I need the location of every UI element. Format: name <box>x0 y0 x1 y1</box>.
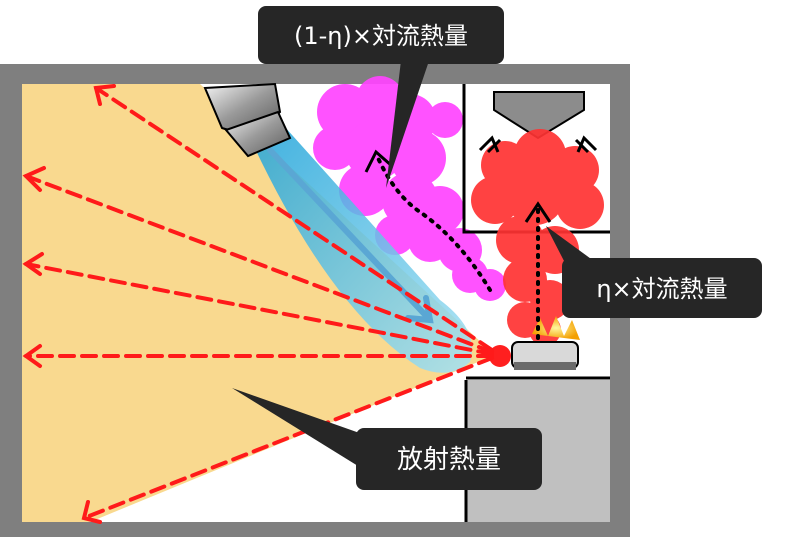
callout-eta-convection: η×対流熱量 <box>546 226 762 318</box>
radiation-zone <box>22 84 495 522</box>
heat-source-dot <box>489 345 511 367</box>
radiation-arrows <box>24 86 494 520</box>
callout-radiation: 放射熱量 <box>232 388 542 490</box>
air-nozzle <box>203 82 292 158</box>
radiation-arrowheads <box>22 84 116 524</box>
convection-flow-paths <box>376 156 540 340</box>
callout-partial-convection: (1-η)×対流熱量 <box>258 6 504 188</box>
callout-radiation-label: 放射熱量 <box>397 445 501 475</box>
convection-flow-arrowheads <box>364 149 552 223</box>
escaping-smoke <box>313 76 506 301</box>
hood-suction-arrows <box>478 135 598 154</box>
callout-partial-convection-label: (1-η)×対流熱量 <box>294 22 468 50</box>
burner <box>511 316 580 370</box>
callout-eta-convection-label: η×対流熱量 <box>596 275 727 303</box>
